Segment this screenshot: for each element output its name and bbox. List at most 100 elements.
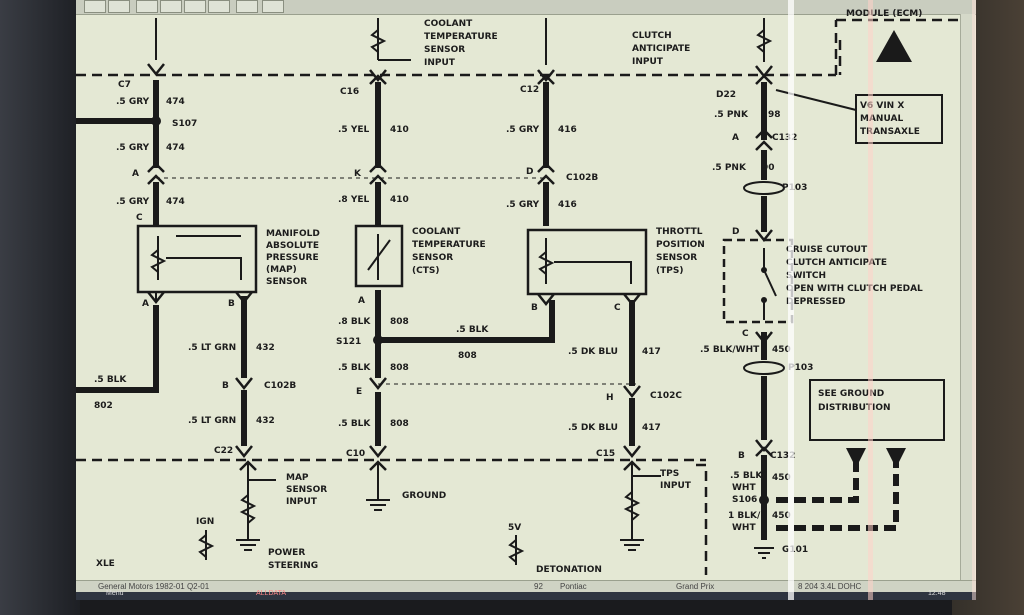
toolbar-button[interactable] bbox=[184, 0, 206, 13]
splice-label: S107 bbox=[172, 119, 197, 129]
status-make: Pontiac bbox=[560, 582, 587, 591]
toolbar-button[interactable] bbox=[160, 0, 182, 13]
component-label: SENSOR bbox=[266, 277, 307, 287]
splice-s106 bbox=[759, 495, 769, 505]
wire-color: .5 BLK/ bbox=[730, 471, 766, 481]
wire-number: 474 bbox=[166, 143, 185, 153]
pin-label: H bbox=[606, 393, 614, 403]
wire-number: 417 bbox=[642, 423, 661, 433]
pin-label: C bbox=[136, 213, 143, 223]
wire-number: 432 bbox=[256, 343, 275, 353]
wire-number: 90 bbox=[762, 163, 775, 173]
splice-label: S106 bbox=[732, 495, 757, 505]
cts-box bbox=[354, 224, 404, 288]
wire-number: 808 bbox=[390, 419, 409, 429]
toolbar bbox=[76, 0, 976, 15]
wire-color: .5 PNK bbox=[712, 163, 747, 173]
label: STEERING bbox=[268, 561, 318, 571]
wire-number: 808 bbox=[458, 351, 477, 361]
connector-chevrons bbox=[147, 63, 773, 471]
pin-label: B bbox=[222, 381, 229, 391]
label: SENSOR bbox=[424, 45, 465, 55]
wire-number: 410 bbox=[390, 125, 409, 135]
wire-number: 98 bbox=[768, 110, 781, 120]
wire-color: .8 BLK bbox=[338, 317, 371, 327]
start-menu-button[interactable]: Menu bbox=[106, 590, 124, 597]
label: COOLANT bbox=[424, 19, 473, 29]
wire-number: 450 bbox=[772, 511, 791, 521]
pin-label: B bbox=[738, 451, 745, 461]
component-label: POSITION bbox=[656, 240, 705, 250]
screen-glare bbox=[868, 0, 873, 600]
clutch-switch-contacts bbox=[763, 248, 777, 320]
vertical-scrollbar[interactable] bbox=[960, 14, 975, 580]
component-label: SWITCH bbox=[786, 271, 826, 281]
connector-label: C22 bbox=[214, 446, 233, 456]
status-model: Grand Prix bbox=[676, 582, 715, 591]
pin-label: C bbox=[614, 303, 621, 313]
pin-label: K bbox=[354, 169, 362, 179]
wire-color: .5 LT GRN bbox=[188, 343, 236, 353]
ground-wire bbox=[776, 462, 859, 503]
connector-label: C132 bbox=[772, 133, 797, 143]
toolbar-button[interactable] bbox=[108, 0, 130, 13]
wire-number: 416 bbox=[558, 200, 577, 210]
component-label: COOLANT bbox=[412, 227, 461, 237]
ground-distribution-box bbox=[809, 379, 945, 441]
wire-color: 1 BLK/ bbox=[728, 511, 761, 521]
toolbar-button[interactable] bbox=[84, 0, 106, 13]
ground-label: G101 bbox=[782, 545, 808, 555]
label: TPS bbox=[660, 469, 679, 479]
5v-resistor bbox=[508, 535, 525, 565]
pin-label: D bbox=[526, 167, 533, 177]
toolbar-button[interactable] bbox=[208, 0, 230, 13]
ground-symbol bbox=[236, 539, 260, 551]
connector-label: P103 bbox=[788, 363, 813, 373]
component-label: (TPS) bbox=[656, 266, 683, 276]
label: MODULE (ECM) bbox=[846, 9, 922, 19]
monitor-bezel-left bbox=[0, 0, 80, 615]
wire-number: 450 bbox=[772, 345, 791, 355]
wire-number: 416 bbox=[558, 125, 577, 135]
wire-color: .5 BLK/WHT bbox=[700, 345, 760, 355]
wiring-diagram: C7 .5 GRY 474 S107 .5 GRY 474 A .5 GRY 4… bbox=[76, 9, 966, 575]
toolbar-button[interactable] bbox=[136, 0, 158, 13]
pin-label: B bbox=[228, 299, 235, 309]
esd-warning-icon bbox=[876, 30, 912, 62]
wire-color: .5 YEL bbox=[338, 125, 369, 135]
wire-color: .5 DK BLU bbox=[568, 423, 618, 433]
ecm-boundary-right bbox=[696, 463, 708, 575]
connector-label: C12 bbox=[520, 85, 539, 95]
wire-color: .5 GRY bbox=[506, 200, 540, 210]
label: MAP bbox=[286, 473, 309, 483]
wire-number: 808 bbox=[390, 317, 409, 327]
pin-label: C bbox=[742, 329, 749, 339]
map-sensor-resistor bbox=[150, 236, 167, 280]
wire-color: .8 YEL bbox=[338, 195, 369, 205]
taskbar-app-alldata[interactable]: ALLDATA bbox=[256, 590, 287, 597]
wire-number: 474 bbox=[166, 197, 185, 207]
wire-color: .5 BLK bbox=[338, 363, 371, 373]
resistor bbox=[239, 494, 257, 524]
ground-terminal bbox=[886, 448, 906, 468]
ground-symbol bbox=[754, 547, 774, 559]
label: TEMPERATURE bbox=[424, 32, 498, 42]
pin-label: A bbox=[358, 296, 365, 306]
toolbar-button[interactable] bbox=[236, 0, 258, 13]
pin-label: E bbox=[356, 387, 362, 397]
component-label: CRUISE CUTOUT bbox=[786, 245, 868, 255]
toolbar-button[interactable] bbox=[262, 0, 284, 13]
map-input-line bbox=[247, 462, 276, 540]
wire-number: 808 bbox=[390, 363, 409, 373]
taskbar: Menu ALLDATA 12:48 bbox=[76, 590, 976, 600]
connector-label: C16 bbox=[340, 87, 359, 97]
wire-color: .5 BLK bbox=[338, 419, 371, 429]
label: GROUND bbox=[402, 491, 446, 501]
status-engine: 8 204 3.4L DOHC bbox=[798, 582, 862, 591]
component-label: CLUTCH ANTICIPATE bbox=[786, 258, 887, 268]
component-label: (MAP) bbox=[266, 265, 297, 275]
label: DISTRIBUTION bbox=[818, 403, 891, 413]
ign-resistor bbox=[198, 530, 215, 560]
connector-label: P103 bbox=[782, 183, 807, 193]
status-bar: General Motors 1982-01 Q2-01 92 Pontiac … bbox=[76, 580, 976, 593]
